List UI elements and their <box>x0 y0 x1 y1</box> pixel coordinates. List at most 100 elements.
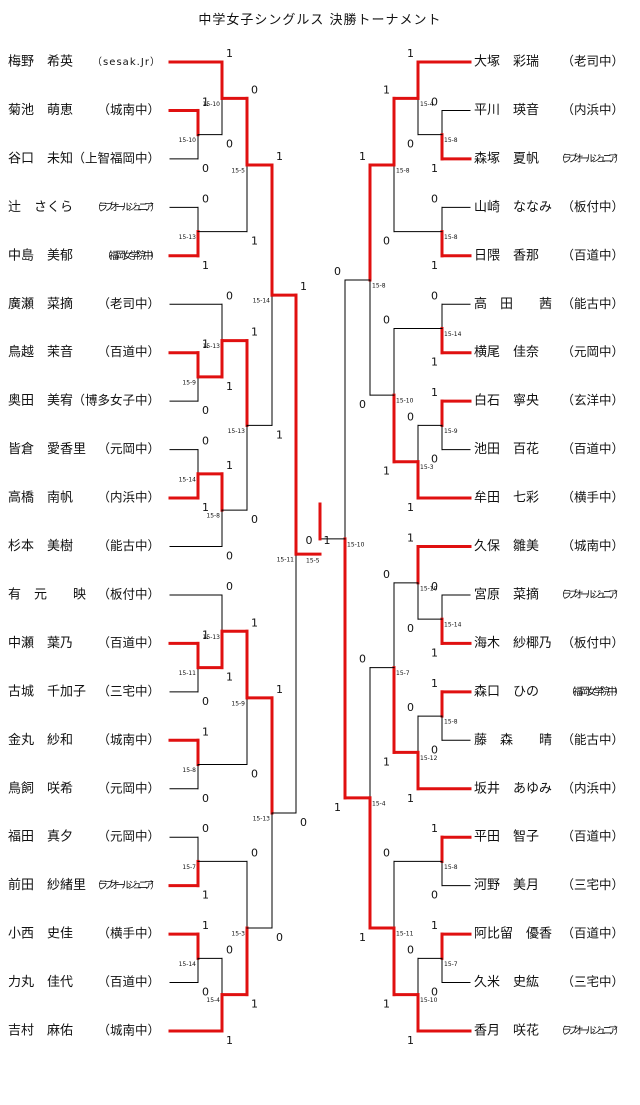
right-game-score: 15-9 <box>444 428 458 435</box>
left-player-name: 菊池 萌恵 <box>8 103 73 118</box>
left-player-name: 辻 さくら <box>8 200 73 215</box>
right-game-score: 15-8 <box>444 234 458 241</box>
left-player-name: 有 元 映 <box>8 587 86 602</box>
right-match-score: 0 <box>383 846 390 859</box>
right-match-score: 1 <box>407 532 414 545</box>
right-match-score: 0 <box>431 743 438 756</box>
right-player-name: 宮原 菜摘 <box>474 586 539 602</box>
right-player-club: （能古中） <box>561 296 624 311</box>
right-player-name: 久保 雛美 <box>474 539 539 554</box>
right-match-score: 1 <box>431 162 438 175</box>
left-game-score: 15-9 <box>182 379 196 386</box>
right-match-score: 1 <box>407 47 414 60</box>
right-player-name: 藤 森 晴 <box>474 733 552 748</box>
right-game-score: 15-10 <box>396 398 414 405</box>
right-match-score: 0 <box>407 943 414 956</box>
right-match-score: 0 <box>383 235 390 248</box>
left-game-score: 15-11 <box>277 557 295 564</box>
left-player-name: 杉本 美樹 <box>8 539 73 554</box>
page-title: 中学女子シングルス 決勝トーナメント <box>198 13 442 28</box>
left-player-name: 谷口 未知 <box>8 150 73 166</box>
left-player-name: 中瀬 葉乃 <box>8 636 73 651</box>
final-score-right: 1 <box>324 534 331 547</box>
right-player-club: （ラブオールジュニア） <box>556 1024 624 1037</box>
left-match-score: 0 <box>202 792 209 805</box>
left-match-score: 0 <box>202 162 209 175</box>
right-match-score: 1 <box>407 792 414 805</box>
left-match-score: 0 <box>300 816 307 829</box>
right-match-score: 1 <box>431 919 438 932</box>
left-player-club: （横手中） <box>97 926 160 941</box>
left-player-name: 吉村 麻佑 <box>8 1024 73 1039</box>
right-player-club: （福岡女学院中） <box>566 685 624 698</box>
right-match-score: 1 <box>407 501 414 514</box>
left-player-name: 福田 真夕 <box>8 830 73 845</box>
right-player-club: （百道中） <box>561 926 624 941</box>
left-player-club: （上智福岡中） <box>72 150 160 165</box>
left-player-club: （板付中） <box>97 586 160 601</box>
right-player-club: （ラブオールジュニア） <box>556 588 624 601</box>
right-game-score: 15-7 <box>396 670 410 677</box>
right-match-score: 1 <box>431 677 438 690</box>
left-match-score: 1 <box>202 889 209 902</box>
left-player-name: 金丸 紗和 <box>8 732 73 748</box>
right-player-name: 平川 瑛音 <box>474 102 539 118</box>
left-game-score: 15-13 <box>203 634 221 641</box>
right-player-club: （板付中） <box>561 199 624 214</box>
right-player-name: 山崎 ななみ <box>474 200 552 215</box>
left-match-score: 0 <box>202 404 209 417</box>
left-match-score: 1 <box>251 235 258 248</box>
right-player-name: 久米 史紘 <box>474 975 539 990</box>
left-match-score: 1 <box>202 259 209 272</box>
final-score-left: 0 <box>306 534 313 547</box>
right-match-score: 1 <box>383 465 390 478</box>
right-match-score: 0 <box>431 986 438 999</box>
right-player-club: （玄洋中） <box>561 393 624 408</box>
left-match-score: 1 <box>251 326 258 339</box>
left-player-club: （百道中） <box>97 635 160 650</box>
right-game-score: 15-14 <box>444 331 462 338</box>
left-player-club: （sesak.Jr） <box>92 56 160 68</box>
left-match-score: 1 <box>226 671 233 684</box>
right-match-score: 1 <box>431 259 438 272</box>
right-player-club: （三宅中） <box>561 974 624 989</box>
right-match-score: 0 <box>407 701 414 714</box>
left-game-score: 15-3 <box>231 931 245 938</box>
right-match-score: 0 <box>334 265 341 278</box>
right-match-score: 0 <box>359 653 366 666</box>
right-match-score: 0 <box>431 889 438 902</box>
left-player-name: 鳥越 茉音 <box>8 344 73 360</box>
right-player-club: （内浜中） <box>561 102 624 117</box>
left-player-name: 小西 史佳 <box>8 927 73 942</box>
left-match-score: 0 <box>251 83 258 96</box>
right-match-score: 1 <box>431 386 438 399</box>
left-player-club: （元岡中） <box>97 829 160 844</box>
left-match-score: 0 <box>251 846 258 859</box>
left-match-score: 0 <box>251 768 258 781</box>
left-game-score: 15-8 <box>182 767 196 774</box>
left-match-score: 0 <box>202 986 209 999</box>
left-player-club: （福岡女学院中） <box>102 249 160 262</box>
left-player-club: （城南中） <box>97 102 160 117</box>
left-match-score: 1 <box>251 616 258 629</box>
left-game-score: 15-10 <box>179 137 197 144</box>
right-player-club: （ラブオールジュニア） <box>556 152 624 165</box>
left-match-score: 1 <box>276 428 283 441</box>
left-match-score: 1 <box>202 725 209 738</box>
left-player-name: 鳥飼 咲希 <box>8 780 73 796</box>
right-game-score: 15-11 <box>396 931 414 938</box>
left-player-name: 中島 美郁 <box>8 248 73 263</box>
left-match-score: 0 <box>226 550 233 563</box>
left-match-score: 0 <box>226 580 233 593</box>
right-game-score: 15-10 <box>347 541 365 548</box>
right-player-club: （百道中） <box>561 829 624 844</box>
right-player-name: 牟田 七彩 <box>474 491 539 506</box>
left-match-score: 1 <box>202 338 209 351</box>
left-player-club: （百道中） <box>97 344 160 359</box>
left-player-name: 皆倉 愛香里 <box>8 442 86 457</box>
right-player-name: 横尾 佳奈 <box>474 345 539 360</box>
right-player-club: （城南中） <box>561 538 624 553</box>
left-game-score: 15-14 <box>253 298 271 305</box>
right-match-score: 1 <box>431 646 438 659</box>
left-match-score: 1 <box>202 501 209 514</box>
